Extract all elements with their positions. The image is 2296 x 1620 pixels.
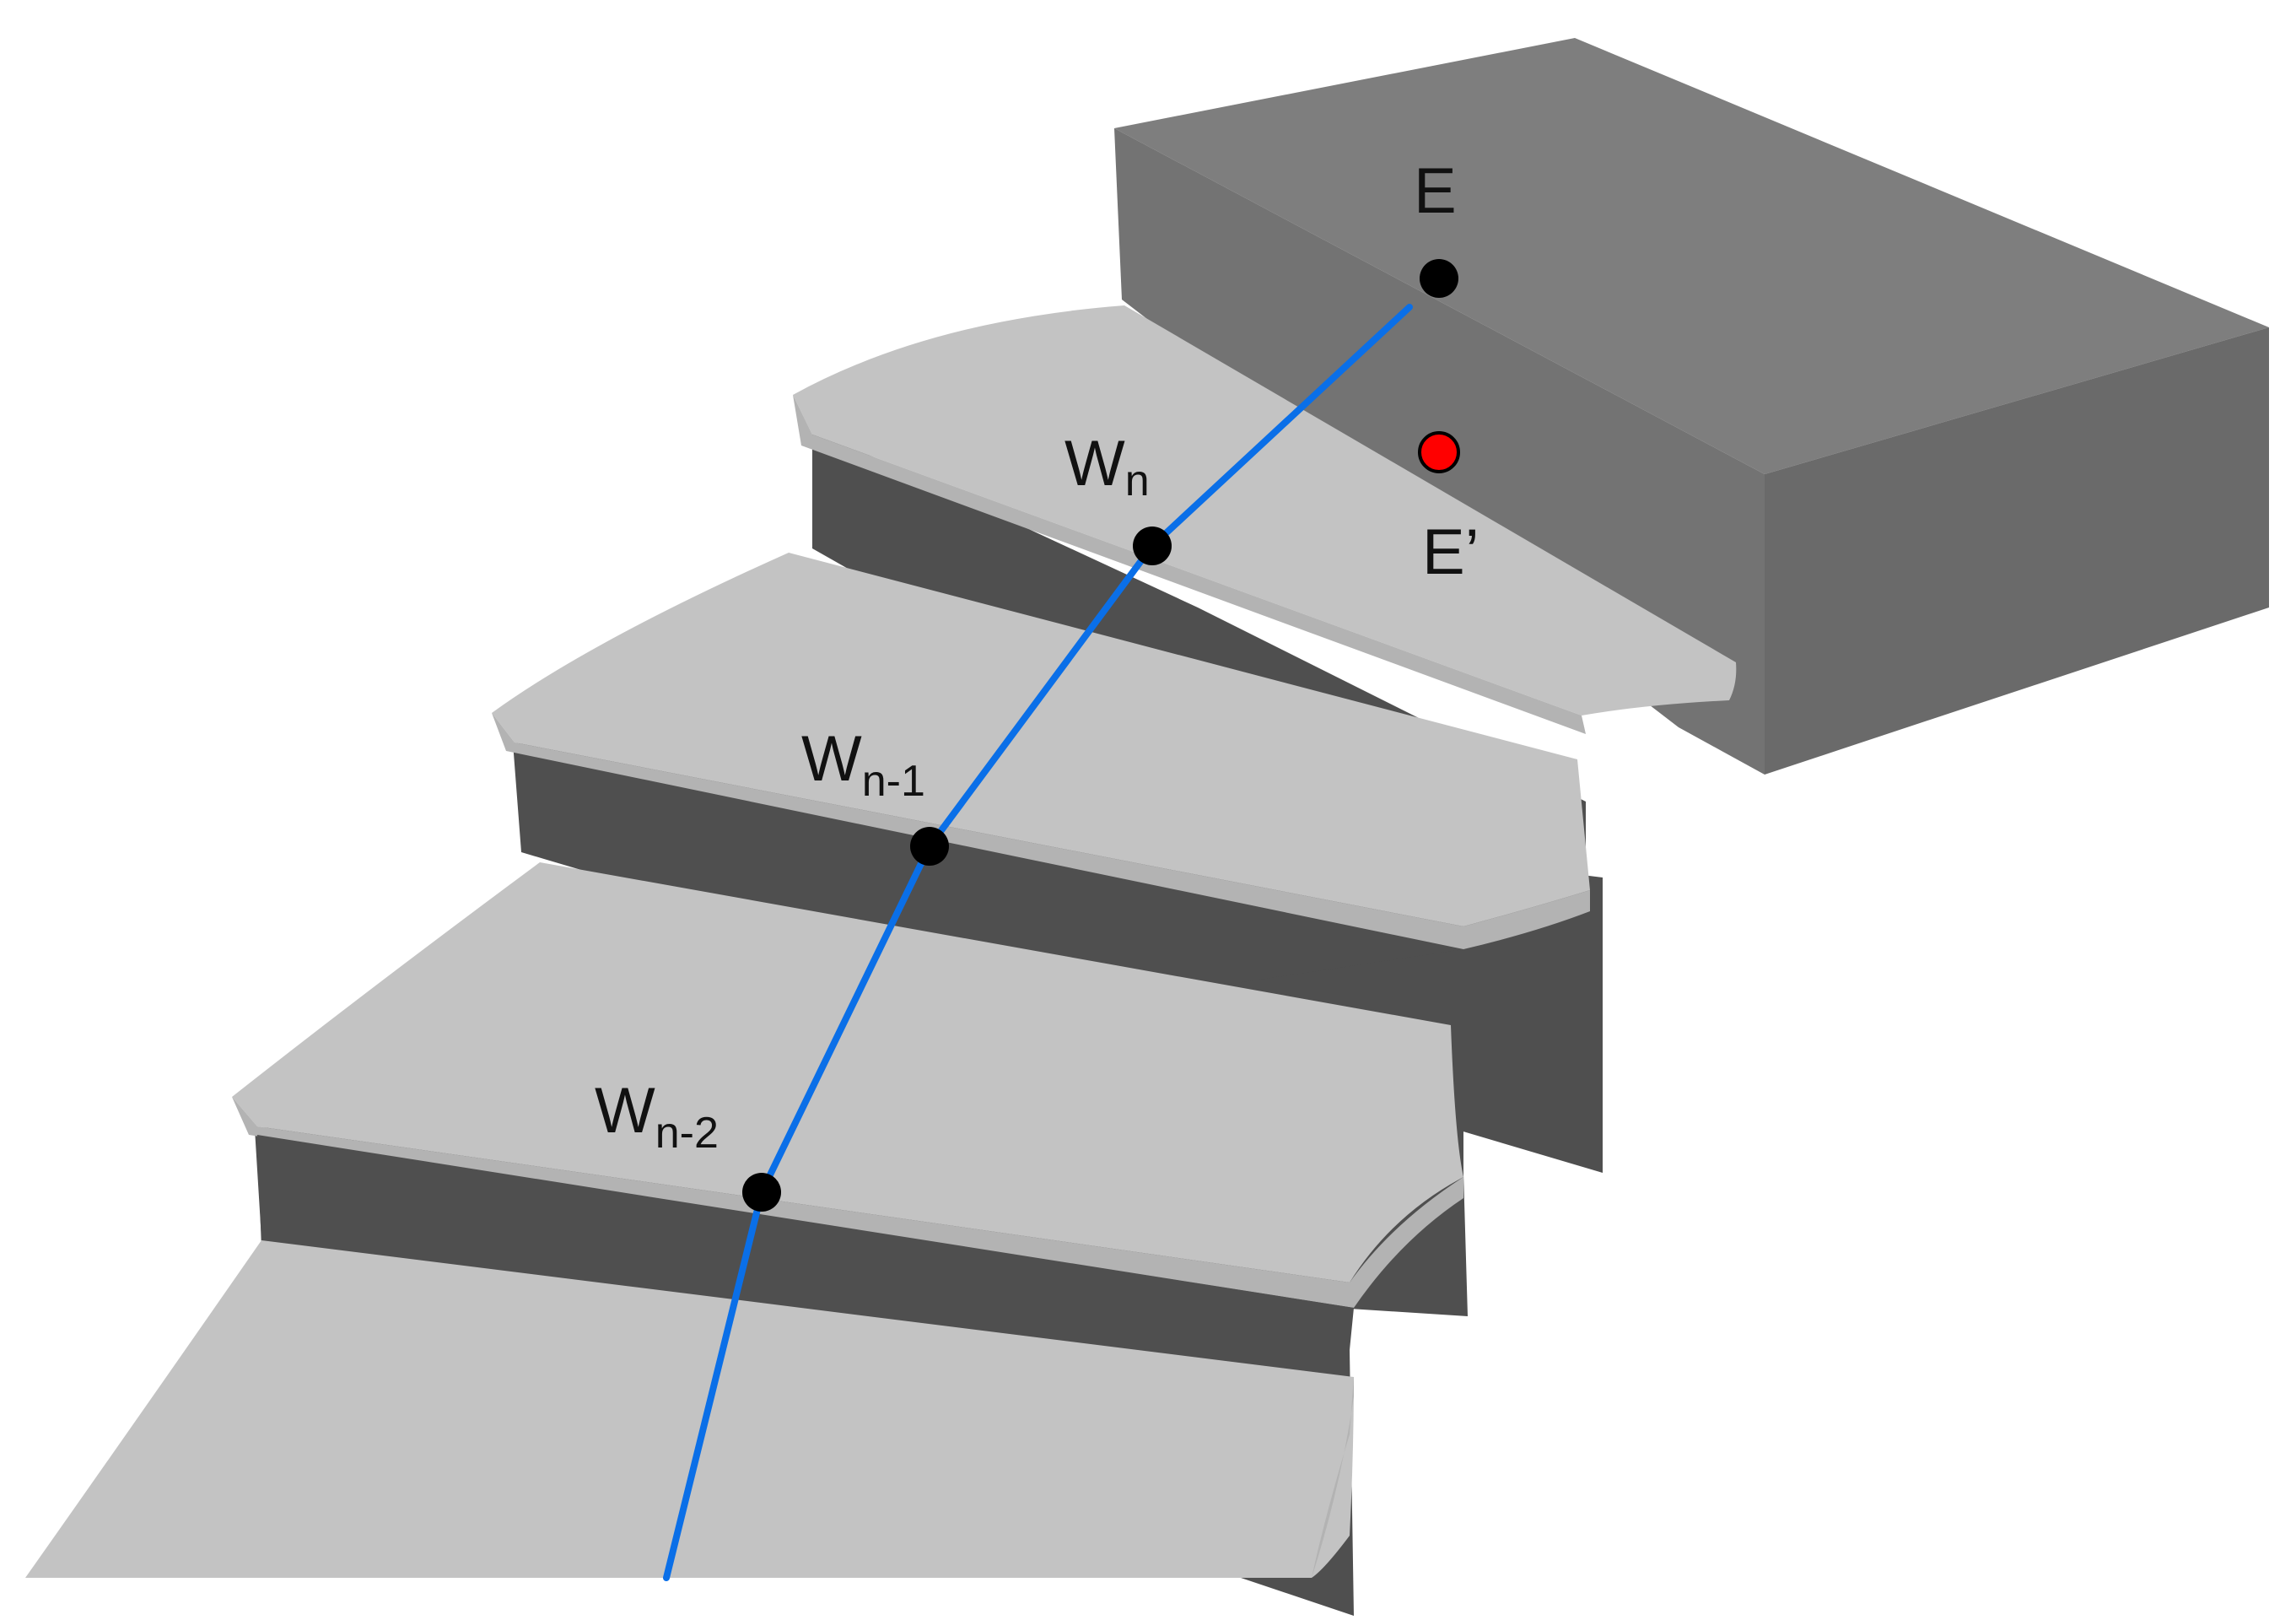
label-Wn-base: W: [1064, 428, 1125, 500]
tread-bottom: [25, 1240, 1354, 1578]
tread-top: [793, 305, 1737, 716]
tread-2: [232, 862, 1463, 1282]
label-E-prime: E’: [1422, 516, 1479, 588]
label-Wn-2: Wn-2: [595, 1075, 719, 1158]
label-Wn-1: Wn-1: [801, 723, 925, 806]
point-Wn-1: [910, 827, 949, 866]
label-E: E: [1414, 155, 1457, 227]
point-E: [1420, 259, 1458, 298]
label-Wn-1-base: W: [801, 723, 862, 795]
tread-top-nosing: [793, 395, 1586, 734]
tread-3-nosing: [492, 713, 1590, 949]
landing-right-face: [1765, 327, 2269, 775]
point-Wn: [1133, 526, 1172, 565]
label-Wn-sub: n: [1125, 456, 1150, 505]
label-Wn-2-sub: n-2: [655, 1109, 719, 1158]
label-Wn-1-sub: n-1: [862, 757, 925, 806]
label-Wn-2-base: W: [595, 1075, 655, 1147]
tread-3: [492, 553, 1590, 926]
point-Wn-2: [742, 1173, 781, 1212]
step-bottom: [25, 1240, 1354, 1578]
label-Wn: Wn: [1064, 428, 1150, 505]
tread-2-nosing: [232, 1097, 1463, 1308]
landing-top-face: [1114, 38, 2269, 474]
point-E-prime: [1418, 431, 1460, 473]
